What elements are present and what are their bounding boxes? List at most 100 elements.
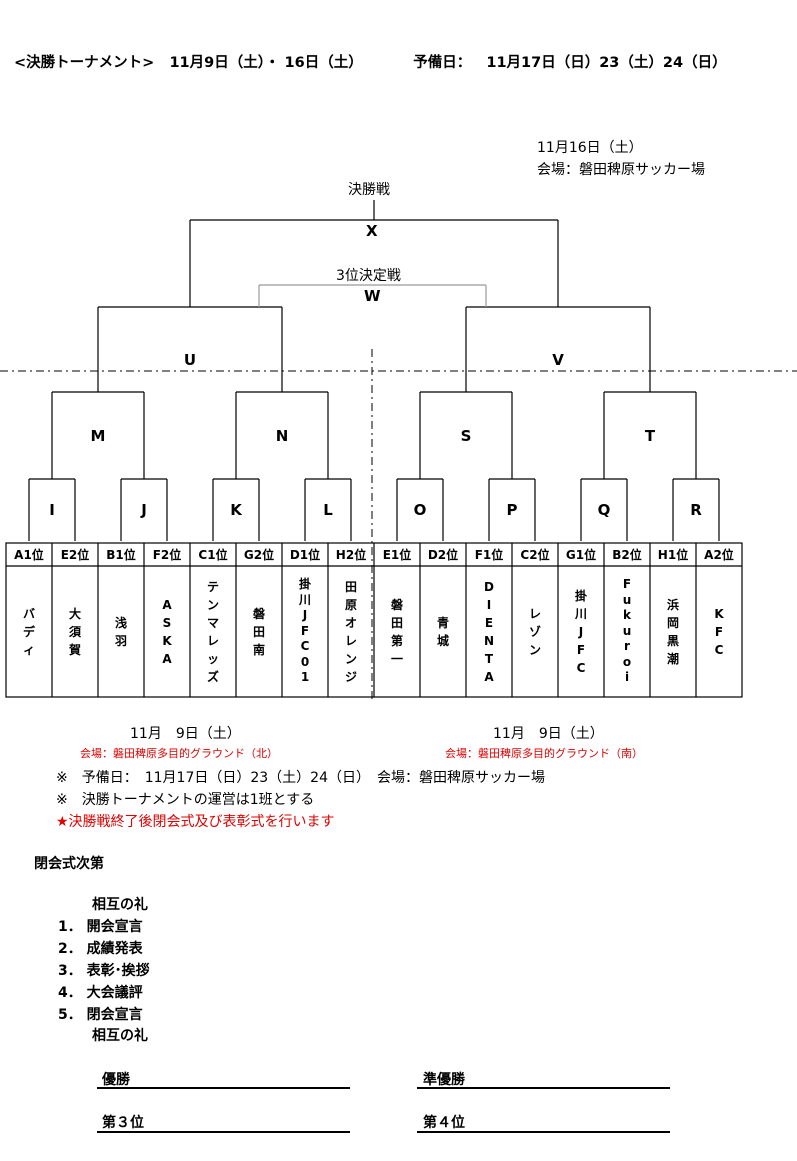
ceremony-opening-bow: 相互の礼 bbox=[92, 897, 148, 913]
team-name: 田原オレンジ bbox=[328, 578, 374, 686]
seed-label: B2位 bbox=[612, 548, 642, 562]
seed-label: E2位 bbox=[60, 548, 90, 562]
team-name-char: ィ bbox=[22, 642, 35, 657]
team-name-char: マ bbox=[206, 615, 219, 630]
third-place-label: 3位決定戦 bbox=[336, 268, 401, 284]
team-name-char: オ bbox=[344, 615, 357, 630]
team-name-char: F bbox=[622, 577, 632, 592]
team-name-char: ズ bbox=[206, 669, 219, 684]
quarterfinal-match-label: T bbox=[644, 427, 656, 445]
team-name-char: バ bbox=[22, 606, 35, 621]
team-name-char: F bbox=[714, 624, 724, 639]
team-name-char: 羽 bbox=[114, 633, 127, 648]
team-name-char: レ bbox=[206, 633, 219, 648]
ceremony-item-text: 大会議評 bbox=[86, 985, 143, 1001]
right-group-date: 11月 9日（土） bbox=[493, 726, 604, 742]
team-name-char: テ bbox=[206, 579, 219, 594]
semifinal-match-label: V bbox=[552, 351, 564, 369]
seed-label: F1位 bbox=[474, 548, 504, 562]
quarterfinal-match-label: S bbox=[460, 427, 472, 445]
team-name-char: 田 bbox=[390, 615, 403, 630]
third-place-match-label: W bbox=[364, 287, 381, 305]
team-name-char: 川 bbox=[298, 592, 311, 607]
page-header: <決勝トーナメント> 11月9日（土）・ 16日（土） 予備日： 11月17日（… bbox=[14, 51, 727, 72]
result-runner-up-label: 準優勝 bbox=[423, 1072, 465, 1088]
team-name-char: N bbox=[483, 633, 495, 648]
result-champion-line bbox=[97, 1087, 350, 1089]
round16-match-label: P bbox=[506, 501, 518, 519]
right-group-venue: 会場：磐田稗原多目的グラウンド（南） bbox=[445, 747, 643, 760]
team-name-char: D bbox=[484, 579, 494, 594]
team-name-char: C bbox=[576, 660, 586, 675]
round16-match-label: O bbox=[413, 501, 427, 519]
team-name-char: F bbox=[300, 623, 310, 638]
ceremony-item-text: 閉会宣言 bbox=[86, 1007, 143, 1023]
result-third-label: 第３位 bbox=[102, 1115, 144, 1131]
header-dates: 11月9日（土）・ 16日（土） bbox=[169, 55, 363, 71]
ceremony-item-text: 成績発表 bbox=[86, 941, 143, 957]
seed-label: D2位 bbox=[427, 548, 459, 562]
team-name-char: 潮 bbox=[666, 651, 679, 666]
team-name: レゾン bbox=[512, 605, 558, 659]
team-name: 浅羽 bbox=[98, 614, 144, 650]
team-name-char: レ bbox=[344, 633, 357, 648]
result-runner-up-line bbox=[417, 1087, 670, 1089]
round16-match-label: I bbox=[49, 501, 55, 519]
seed-label: G1位 bbox=[565, 548, 597, 562]
team-name-char: ゾ bbox=[528, 624, 541, 639]
team-name: 磐田南 bbox=[236, 605, 282, 659]
seed-label: C2位 bbox=[520, 548, 550, 562]
team-name: 浜岡黒潮 bbox=[650, 596, 696, 668]
team-name-char: デ bbox=[22, 624, 35, 639]
team-name-char: 掛 bbox=[574, 588, 587, 603]
seed-label: A1位 bbox=[14, 548, 44, 562]
team-name-char: 須 bbox=[68, 624, 81, 639]
ceremony-item-number: 5． bbox=[58, 1007, 82, 1023]
team-name-char: A bbox=[484, 669, 494, 684]
team-name: 青城 bbox=[420, 614, 466, 650]
team-name-char: レ bbox=[528, 606, 541, 621]
note-operation: ※ 決勝トーナメントの運営は1班とする bbox=[56, 792, 315, 808]
team-name-char: ジ bbox=[344, 669, 357, 684]
round16-match-label: J bbox=[141, 501, 147, 519]
team-name-char: A bbox=[162, 651, 172, 666]
team-name-char: 磐 bbox=[390, 597, 403, 612]
ceremony-item-number: 4． bbox=[58, 985, 82, 1001]
final-date: 11月16日（土） bbox=[537, 140, 643, 156]
team-name-char: 賀 bbox=[68, 642, 81, 657]
ceremony-item-number: 3． bbox=[58, 963, 82, 979]
team-name-char: K bbox=[162, 633, 172, 648]
final-venue: 会場：磐田稗原サッカー場 bbox=[537, 162, 705, 178]
team-name: バディ bbox=[6, 605, 52, 659]
seed-label: G2位 bbox=[243, 548, 275, 562]
team-name-char: C bbox=[714, 642, 724, 657]
seed-label: B1位 bbox=[106, 548, 136, 562]
team-name-char: 南 bbox=[252, 642, 265, 657]
team-name-char: 大 bbox=[68, 606, 81, 621]
final-label: 決勝戦 bbox=[348, 182, 390, 198]
quarterfinal-match-label: M bbox=[90, 427, 106, 445]
team-name-char: 掛 bbox=[298, 577, 311, 592]
quarterfinal-match-label: N bbox=[275, 427, 289, 445]
ceremony-item-number: 1． bbox=[58, 919, 82, 935]
ceremony-item-1: 1． 開会宣言 bbox=[58, 916, 143, 936]
ceremony-item-2: 2． 成績発表 bbox=[58, 938, 143, 958]
team-name-char: F bbox=[576, 642, 586, 657]
team-name-char: i bbox=[624, 670, 630, 685]
team-name-char: 第 bbox=[390, 633, 403, 648]
ceremony-title: 閉会式次第 bbox=[34, 856, 104, 872]
team-name-char: 一 bbox=[390, 651, 403, 666]
result-fourth-label: 第４位 bbox=[423, 1115, 465, 1131]
left-group-venue: 会場：磐田稗原多目的グラウンド（北） bbox=[80, 747, 278, 760]
tournament-bracket bbox=[0, 200, 797, 700]
team-name-char: C bbox=[300, 639, 310, 654]
seed-label: C1位 bbox=[198, 548, 228, 562]
team-name-char: E bbox=[484, 615, 494, 630]
team-name-char: K bbox=[714, 606, 724, 621]
team-name-char: ッ bbox=[206, 651, 219, 666]
